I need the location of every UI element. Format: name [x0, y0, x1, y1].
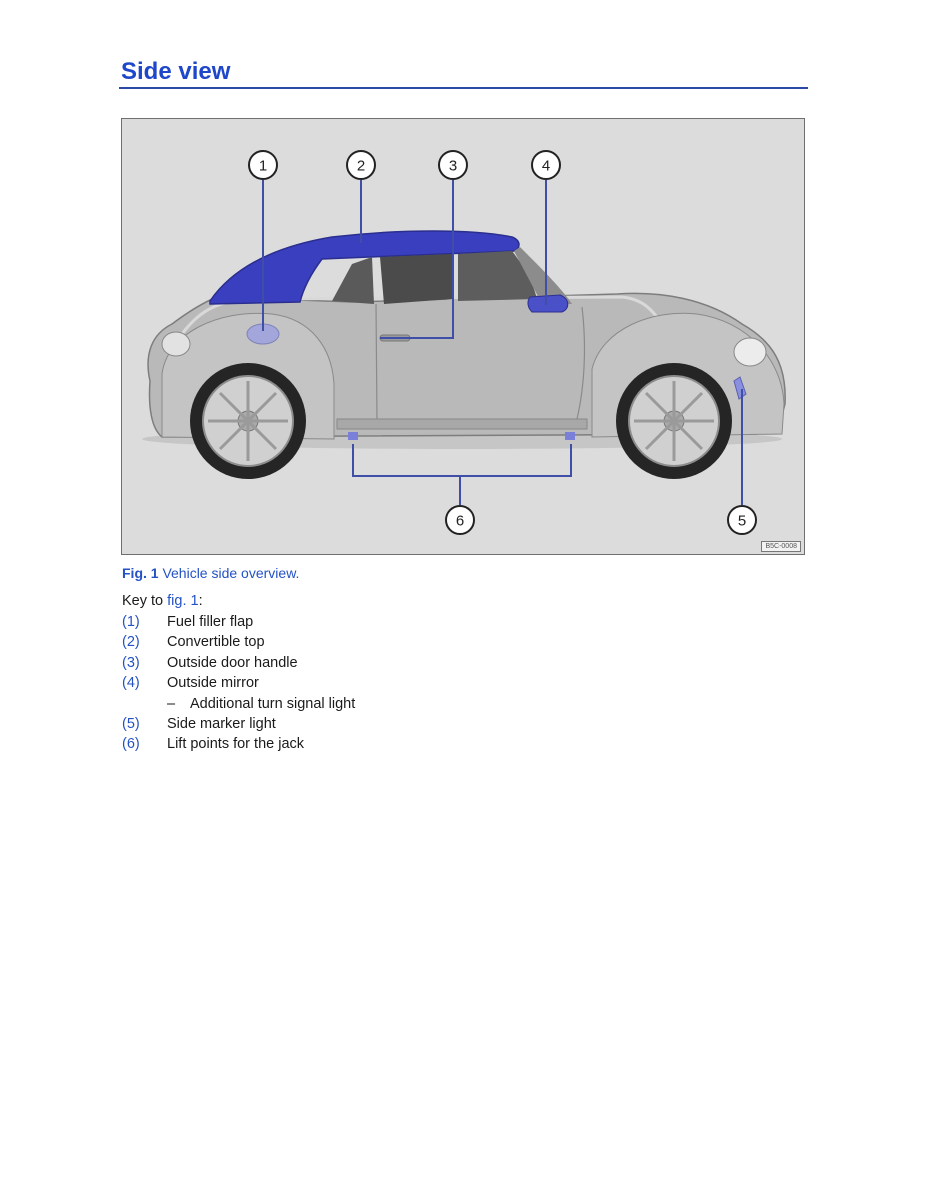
key-item-text: Fuel filler flap	[167, 614, 254, 630]
callout-3-label: 3	[449, 158, 457, 175]
key-item-number: (6)	[122, 736, 140, 753]
figure-caption-number: Fig. 1	[122, 565, 159, 581]
callout-2-marker: 2	[346, 150, 376, 180]
jack-point-rear	[348, 432, 358, 440]
callout-4-marker: 4	[531, 150, 561, 180]
key-item-text: Side marker light	[167, 715, 276, 732]
key-subitem-dash: –	[167, 695, 176, 712]
callout-1-marker: 1	[248, 150, 278, 180]
figure-caption-text: Vehicle side overview.	[162, 565, 300, 581]
callout-6-marker: 6	[445, 505, 475, 535]
vehicle-side-figure: 1 2 3 4 5 6 B5C-0008	[121, 118, 805, 555]
key-subitem-text: Additional turn signal light	[190, 695, 356, 712]
key-intro: Key to fig. 1:	[122, 593, 203, 609]
key-item-number: (5)	[122, 715, 140, 732]
key-item-number: (3)	[122, 654, 140, 671]
callout-2-label: 2	[357, 158, 365, 175]
callout-5-marker: 5	[727, 505, 757, 535]
key-item-number: (1)	[122, 614, 140, 630]
jack-point-front	[565, 432, 575, 440]
key-intro-prefix: Key to	[122, 593, 164, 609]
page-title: Side view	[121, 58, 231, 85]
key-intro-suffix: :	[198, 593, 203, 609]
title-divider	[119, 87, 808, 89]
callout-3-marker: 3	[438, 150, 468, 180]
vehicle-side-illustration: 1 2 3 4 5 6	[142, 150, 786, 535]
rear-wheel	[190, 363, 306, 479]
outside-mirror-highlight	[527, 294, 569, 313]
key-item-text: Outside mirror	[167, 675, 259, 692]
front-wheel	[616, 363, 732, 479]
convertible-top-highlight	[209, 230, 520, 305]
figure-link[interactable]: fig. 1	[167, 593, 199, 609]
key-item-text: Outside door handle	[167, 654, 298, 671]
key-item-number: (4)	[122, 675, 140, 692]
callout-5-label: 5	[738, 513, 746, 530]
callout-1-label: 1	[259, 158, 267, 175]
figure-caption: Fig. 1 Vehicle side overview.	[122, 565, 299, 581]
key-item-text: Convertible top	[167, 634, 265, 651]
key-item-number: (2)	[122, 634, 140, 651]
callout-4-label: 4	[542, 158, 550, 175]
key-item-text: Lift points for the jack	[167, 736, 305, 753]
callout-6-label: 6	[456, 513, 464, 530]
callout-leaders	[262, 180, 743, 505]
figure-code: B5C-0008	[761, 541, 801, 552]
